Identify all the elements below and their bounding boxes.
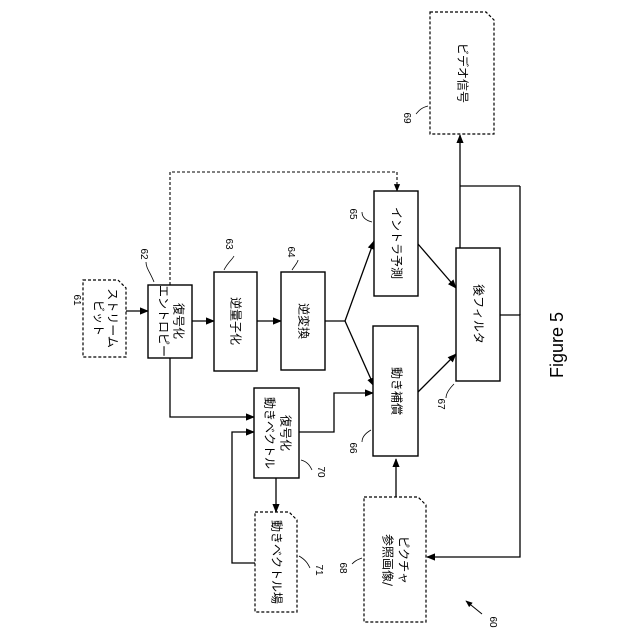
entropy-label-2: 復号化: [172, 303, 187, 339]
video-signal-block: ビデオ信号: [430, 12, 494, 134]
invquant-label: 逆量子化: [229, 297, 244, 345]
figure-caption: Figure 5: [547, 312, 567, 378]
arrow-mvfield-to-mvdecode: [232, 432, 255, 563]
arrow-intra-to-postfilter: [418, 244, 456, 288]
ref-71: 71: [313, 564, 324, 576]
inverse-quantization-block: 逆量子化: [214, 272, 257, 371]
ref-68: 68: [337, 562, 348, 574]
bitstream-label-2: ストリーム: [106, 288, 120, 348]
intra-label: イントラ予測: [390, 207, 404, 279]
figure-ref-arrow: [466, 601, 482, 614]
motion-compensation-block: 動き補償: [373, 326, 418, 456]
intra-prediction-block: イントラ予測: [374, 191, 418, 296]
bitstream-label-1: ビット: [92, 300, 106, 336]
arrow-entropy-to-intra: [170, 172, 397, 285]
ref-64: 64: [285, 246, 296, 258]
reference-picture-block: 参照画像/ ピクチャ: [364, 497, 426, 622]
arrow-invtransform-to-intra: [325, 241, 374, 321]
entropy-label-1: エントロピー: [157, 285, 171, 357]
ref-69: 69: [401, 112, 412, 124]
entropy-decoding-block: エントロピー 復号化: [148, 285, 192, 358]
arrow-invtransform-to-motioncomp: [345, 321, 374, 386]
ref-66: 66: [347, 442, 358, 454]
ref-65: 65: [347, 208, 358, 220]
refpicture-label-1: 参照画像/: [381, 534, 396, 587]
postfilter-label: 後フィルタ: [472, 284, 486, 344]
arrow-mvdecode-to-motioncomp: [299, 393, 373, 432]
invtransform-label: 逆変換: [297, 303, 312, 339]
motioncomp-label: 動き補償: [390, 367, 404, 415]
mv-field-block: 動きベクトル場: [255, 512, 297, 612]
mv-decoding-block: 動きベクトル 復号化: [254, 388, 299, 478]
inverse-transform-block: 逆変換: [281, 272, 325, 370]
refpicture-label-2: ピクチャ: [397, 536, 411, 584]
mvfield-label: 動きベクトル場: [270, 520, 284, 604]
ref-67: 67: [435, 398, 446, 410]
ref-60: 60: [487, 616, 498, 628]
bitstream-block: ビット ストリーム: [83, 280, 126, 357]
mvdecode-label-2: 復号化: [279, 415, 294, 451]
video-label: ビデオ信号: [456, 43, 471, 103]
mvdecode-label-1: 動きベクトル: [263, 397, 277, 469]
ref-70: 70: [315, 466, 326, 478]
ref-61: 61: [71, 294, 82, 306]
post-filter-block: 後フィルタ: [456, 248, 500, 381]
ref-62: 62: [138, 248, 149, 260]
ref-63: 63: [223, 238, 234, 250]
arrow-motioncomp-to-postfilter: [418, 354, 456, 392]
